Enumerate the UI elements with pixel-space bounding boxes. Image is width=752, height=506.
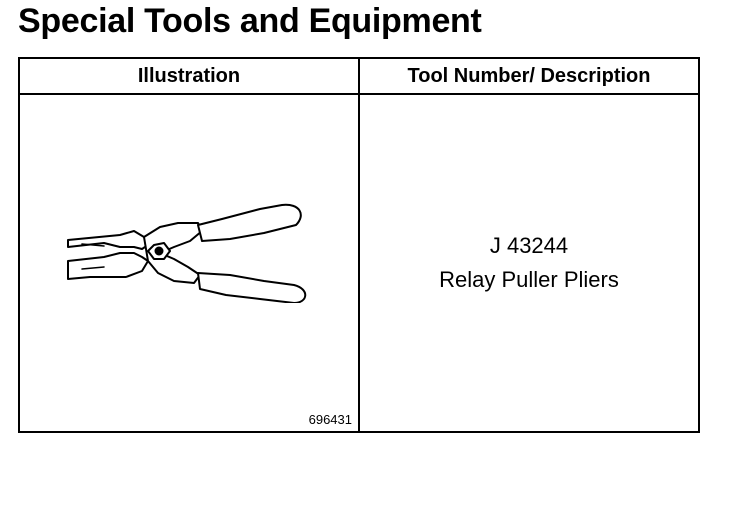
tool-number: J 43244 [489,233,569,258]
header-divider [20,93,698,95]
figure-number: 696431 [308,412,352,427]
relay-puller-pliers-icon [67,203,307,303]
special-tools-table: Illustration Tool Number/ Description 69… [18,57,700,433]
column-header-tool-number-description: Tool Number/ Description [407,65,651,87]
tool-description-cell: J 43244 Relay Puller Pliers [360,95,698,431]
page-title: Special Tools and Equipment [18,2,482,40]
illustration-cell: 696431 [20,95,358,431]
tool-description: Relay Puller Pliers [439,267,619,292]
column-divider [358,59,360,431]
column-header-illustration: Illustration [137,65,241,87]
